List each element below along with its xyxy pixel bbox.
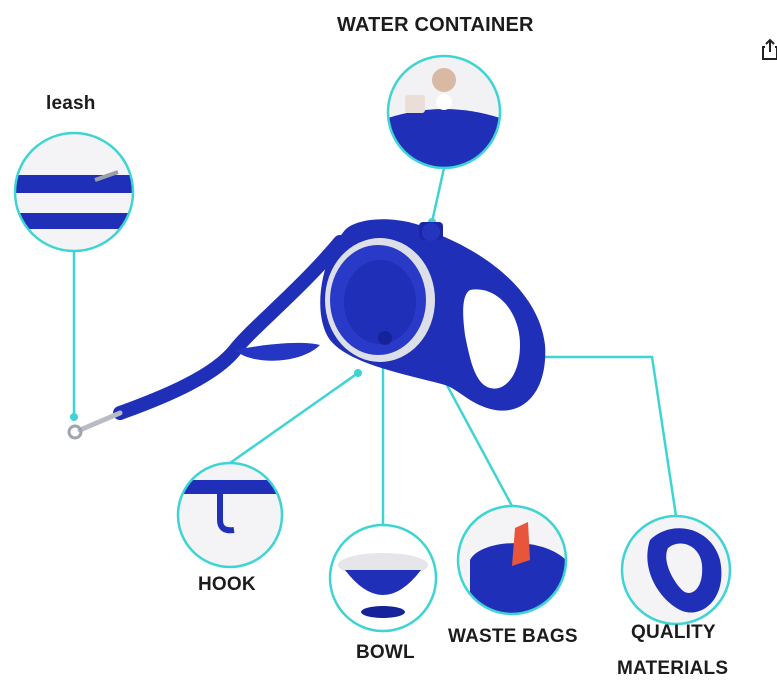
- materials-label: MATERIALS: [617, 658, 729, 679]
- hook-callout: [178, 463, 282, 567]
- waste-bags-callout: [458, 506, 566, 614]
- waste-bags-label: WASTE BAGS: [448, 626, 578, 647]
- water-container-callout: [388, 56, 500, 168]
- quality-label: QUALITY: [631, 622, 716, 643]
- water-container-label: WATER CONTAINER: [337, 14, 534, 36]
- leash-callout: [15, 133, 133, 251]
- hook-label: HOOK: [198, 574, 256, 595]
- bowl-label: BOWL: [356, 642, 415, 663]
- leash-handle-body: [320, 219, 546, 411]
- leash-label: leash: [46, 93, 96, 114]
- share-icon[interactable]: [760, 37, 777, 61]
- callout-lines: [72, 167, 678, 525]
- quality-materials-callout: [622, 516, 730, 624]
- leash-strap: [67, 235, 347, 440]
- bowl-callout: [330, 525, 436, 631]
